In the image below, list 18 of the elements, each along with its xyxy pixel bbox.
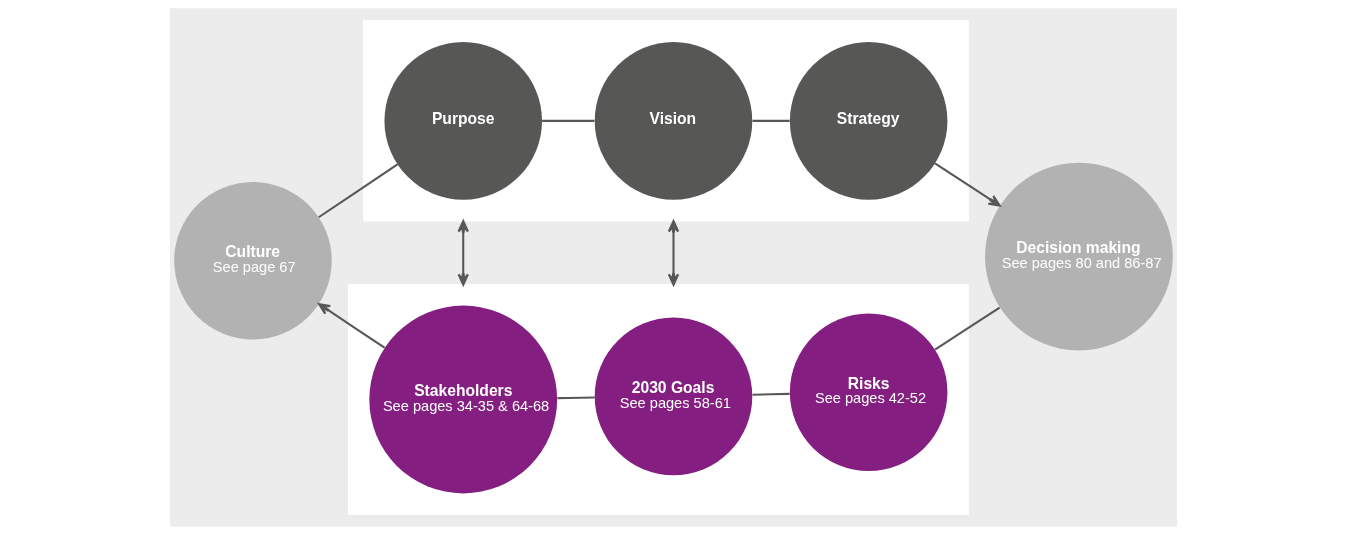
arrow: [667, 220, 679, 286]
connector: [317, 163, 398, 219]
node-circle: Vision: [594, 42, 752, 200]
node-circle: Stakeholders See pages 34-35 & 64-68: [368, 305, 557, 494]
connector: [752, 392, 790, 396]
arrow: [317, 303, 385, 349]
node-circle: Strategy: [789, 42, 947, 200]
connector: [541, 119, 594, 122]
node-circle: 2030 Goals See pages 58-61: [594, 317, 752, 476]
arrow: [933, 162, 1001, 207]
connector: [556, 396, 595, 400]
cluster: [362, 20, 969, 222]
arrow: [457, 220, 469, 286]
connector: [933, 306, 1000, 351]
cluster: [347, 284, 969, 515]
node-circle: Purpose: [383, 42, 542, 200]
connector: [752, 119, 790, 122]
node-circle: Risks See pages 42-52: [789, 313, 947, 471]
